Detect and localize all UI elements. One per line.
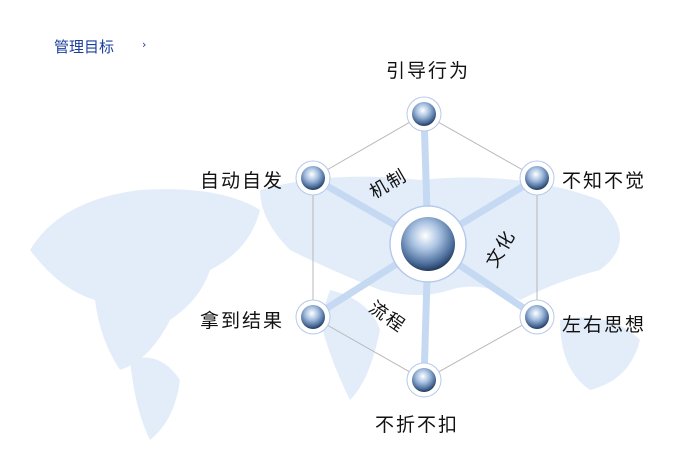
globe-icon	[295, 299, 331, 335]
node-label-upper-left: 自动自发	[200, 170, 285, 192]
globe-icon	[295, 160, 331, 196]
page-title: 管理目标	[54, 38, 115, 56]
globe-icon	[519, 160, 555, 196]
node-label-top: 引导行为	[386, 60, 471, 82]
globe-icon	[519, 299, 555, 335]
node-label-lower-right: 左右思想	[562, 314, 647, 336]
node-label-upper-right: 不知不觉	[562, 170, 647, 192]
chevron-right-icon[interactable]: ›	[142, 38, 147, 51]
node-globe-icons	[295, 96, 555, 398]
node-label-lower-left: 拿到结果	[200, 310, 285, 332]
world-map-background	[30, 176, 640, 440]
globe-icon	[406, 362, 442, 398]
node-label-bottom: 不折不扣	[375, 414, 460, 436]
center-globe-icon	[389, 205, 467, 283]
globe-icon	[406, 96, 442, 132]
